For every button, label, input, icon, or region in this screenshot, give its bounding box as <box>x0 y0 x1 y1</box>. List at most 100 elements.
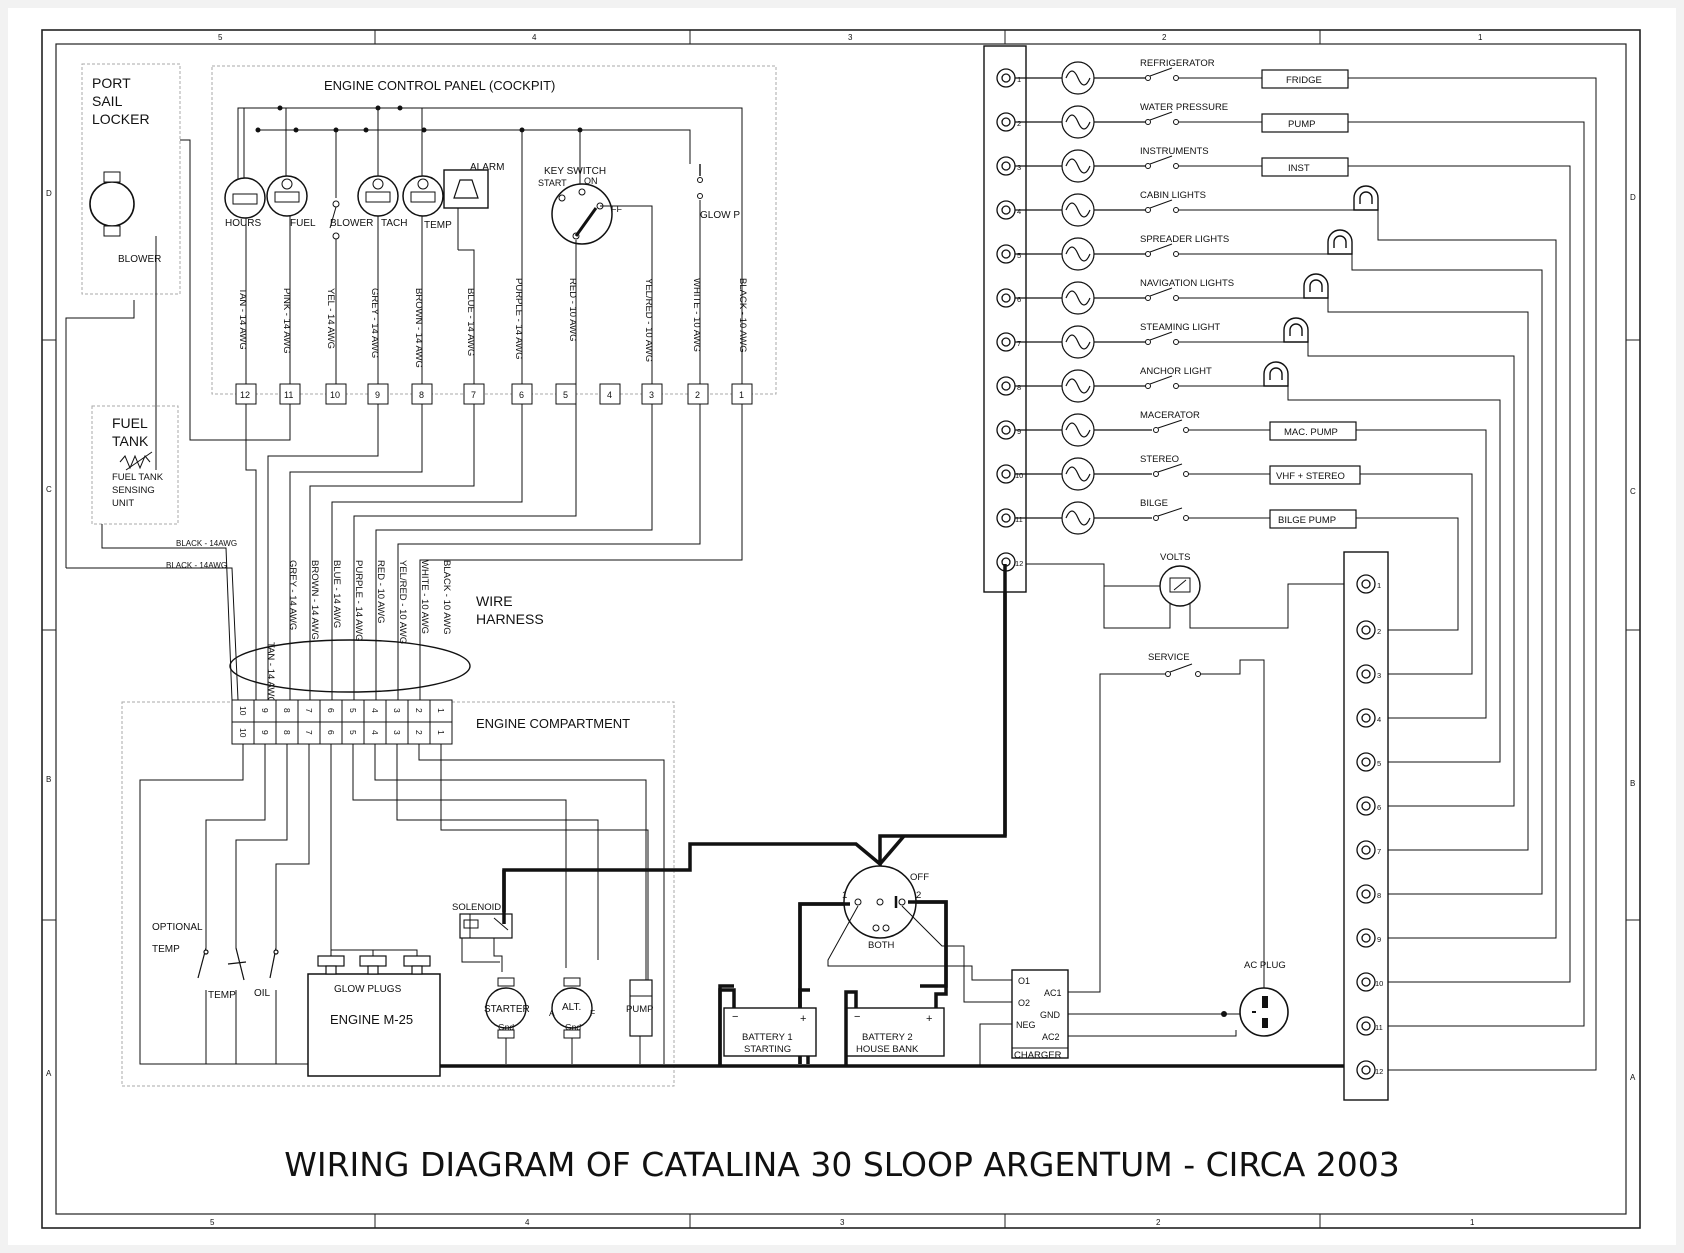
engine-terminal-bottom-7: 7 <box>304 730 314 735</box>
breaker-label-steaming-light: STEAMING LIGHT <box>1140 322 1220 333</box>
engine-terminal-top-8: 8 <box>282 708 292 713</box>
load-vhf-stereo: VHF + STEREO <box>1276 471 1345 482</box>
battery-2-plus: + <box>926 1013 932 1025</box>
harness-wire-black: BLACK - 10 AWG <box>441 560 452 635</box>
breaker-label-bilge: BILGE <box>1140 498 1168 509</box>
panel-terminal-6: 6 <box>519 390 524 400</box>
engine-terminal-top-6: 6 <box>326 708 336 713</box>
harness-wire-purple: PURPLE - 14 AWG <box>353 560 364 641</box>
engine-terminal-bottom-5: 5 <box>348 730 358 735</box>
zone-bottom-4: 4 <box>525 1218 530 1227</box>
right-bus-terminal-5: 5 <box>1377 759 1381 768</box>
engine-control-panel: ENGINE CONTROL PANEL (COCKPIT) HOURS FUE… <box>211 65 777 405</box>
control-panel-title: ENGINE CONTROL PANEL (COCKPIT) <box>324 78 555 93</box>
engine-terminal-bottom-4: 4 <box>370 730 380 735</box>
zone-bottom-1: 1 <box>1470 1218 1475 1227</box>
alternator-label: ALT. <box>562 1002 581 1013</box>
engine-terminal-bottom-9: 9 <box>260 730 270 735</box>
engine-terminal-top-2: 2 <box>414 708 424 713</box>
battery-switch-off-label: OFF <box>910 872 929 883</box>
breaker-label-anchor-light: ANCHOR LIGHT <box>1140 366 1212 377</box>
breaker-label-macerator: MACERATOR <box>1140 410 1200 421</box>
sensor-line-3: UNIT <box>112 498 134 509</box>
charger-gnd: GND <box>1040 1010 1061 1020</box>
fuel-tank-line-1: FUEL <box>112 415 148 431</box>
panel-wire-2: WHITE - 10 AWG <box>691 278 702 352</box>
right-bus-terminal-11: 11 <box>1375 1023 1383 1032</box>
sensor-resistor-icon <box>119 454 151 470</box>
panel-wire-3: YEL/RED - 10 AWG <box>643 278 654 362</box>
battery-2-line-2: HOUSE BANK <box>856 1044 919 1055</box>
charger-ac2: AC2 <box>1042 1032 1060 1042</box>
ac-plug-label: AC PLUG <box>1244 960 1286 971</box>
glow-switch: GLOW P <box>697 164 740 394</box>
engine-terminal-top-5: 5 <box>348 708 358 713</box>
harness-wire-blue: BLUE - 14 AWG <box>331 560 342 628</box>
engine-compartment-title: ENGINE COMPARTMENT <box>476 716 630 731</box>
panel-terminal-1: 1 <box>739 390 744 400</box>
load-fridge: FRIDGE <box>1286 75 1322 86</box>
key-switch-off: OFF <box>604 204 622 214</box>
left-bus-terminal-4: 4 <box>1017 207 1021 216</box>
lamp-spreader-icon <box>1327 229 1353 255</box>
right-bus-terminal-1: 1 <box>1377 581 1381 590</box>
key-switch: KEY SWITCH START ON OFF <box>538 166 622 245</box>
engine-terminal-top-3: 3 <box>392 708 402 713</box>
alarm-horn-icon <box>453 179 479 199</box>
battery-selector-switch: 1 2 OFF BOTH <box>842 865 929 951</box>
harness-wire-tan: TAN - 14 AWG <box>265 642 276 704</box>
battery-1-minus: − <box>732 1011 738 1023</box>
zone-top-4: 4 <box>532 33 537 42</box>
locker-label-line-1: PORT <box>92 75 131 91</box>
locker-label-line-3: LOCKER <box>92 111 150 127</box>
breaker-switch-icons <box>1145 67 1189 521</box>
panel-terminal-10: 10 <box>330 390 340 400</box>
gauge-label-temp: TEMP <box>424 220 452 231</box>
zone-right-d: D <box>1630 193 1636 202</box>
port-sail-locker: PORT SAIL LOCKER BLOWER <box>81 63 181 295</box>
panel-terminal-3: 3 <box>649 390 654 400</box>
panel-wire-5: RED - 10 AWG <box>567 278 578 342</box>
outer-border <box>41 29 1641 1229</box>
zone-top-1: 1 <box>1478 33 1483 42</box>
breaker-label-navigation-lights: NAVIGATION LIGHTS <box>1140 278 1234 289</box>
starter-label: STARTER <box>484 1004 530 1015</box>
right-bus-terminal-12: 12 <box>1375 1067 1383 1076</box>
service-label: SERVICE <box>1148 652 1190 663</box>
panel-terminal-11: 11 <box>284 390 293 400</box>
engine-pump-label: PUMP <box>626 1004 653 1015</box>
right-bus-terminal-4: 4 <box>1377 715 1381 724</box>
zone-ticks <box>42 30 1640 1228</box>
engine-label: ENGINE M-25 <box>330 1012 413 1027</box>
charger-neg: NEG <box>1016 1020 1036 1030</box>
panel-terminal-2: 2 <box>695 390 700 400</box>
sensor-switches <box>197 947 279 981</box>
battery-2-minus: − <box>854 1011 860 1023</box>
gauge-tach: TACH <box>357 108 407 229</box>
panel-wire-8: BROWN - 14 AWG <box>413 288 424 368</box>
lamp-steaming-icon <box>1283 317 1309 343</box>
ac-plug: AC PLUG <box>1200 659 1289 1037</box>
left-bus-terminal-12: 12 <box>1015 559 1023 568</box>
zone-bottom-5: 5 <box>210 1218 215 1227</box>
volt-meter-icon <box>1159 565 1201 607</box>
panel-terminal-5: 5 <box>563 390 568 400</box>
breaker-label-spreader-lights: SPREADER LIGHTS <box>1140 234 1229 245</box>
breaker-rows: REFRIGERATOR WATER PRESSURE INSTRUMENTS … <box>1015 58 1379 535</box>
gauge-label-fuel: FUEL <box>290 218 316 229</box>
panel-wire-9: GREY - 14 AWG <box>369 288 380 358</box>
zone-top-2: 2 <box>1162 33 1167 42</box>
sensor-line-1: FUEL TANK <box>112 472 164 483</box>
volts-label: VOLTS <box>1160 552 1190 563</box>
key-switch-on: ON <box>584 176 598 186</box>
gauge-fuel: FUEL <box>266 108 316 229</box>
dc-panel-left-bus: 1 2 3 4 5 6 7 8 9 10 11 12 <box>983 45 1027 593</box>
left-bus-terminal-9: 9 <box>1017 427 1021 436</box>
breaker-label-instruments: INSTRUMENTS <box>1140 146 1209 157</box>
zone-right-c: C <box>1630 487 1636 496</box>
key-switch-start: START <box>538 178 567 188</box>
alternator-icon <box>551 987 593 1029</box>
left-bus-terminal-1: 1 <box>1017 75 1021 84</box>
battery-switch-1-label: 1 <box>842 890 847 901</box>
panel-terminal-9: 9 <box>375 390 380 400</box>
